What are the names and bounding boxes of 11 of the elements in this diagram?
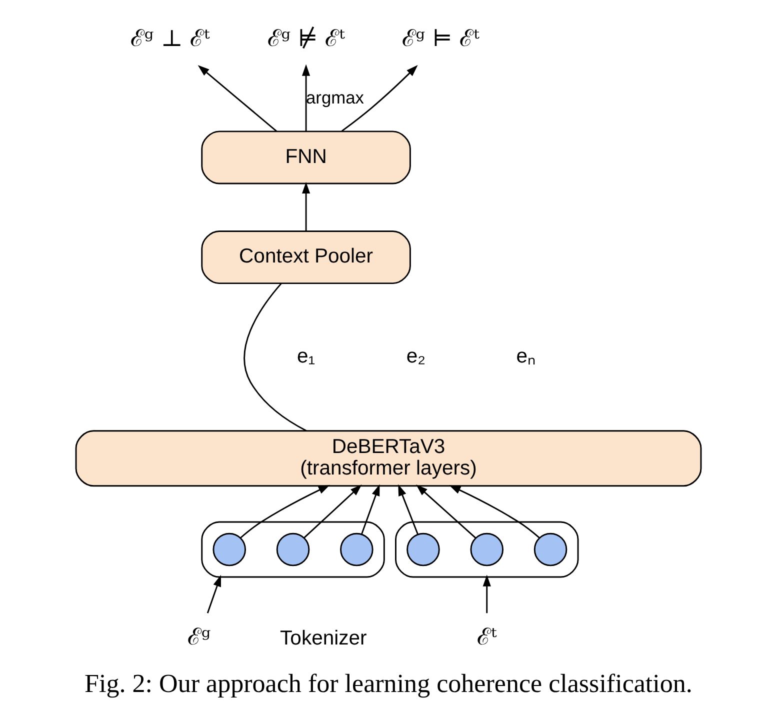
caption: Fig. 2: Our approach for learning coherence classification. (84, 668, 692, 698)
node-text: ℰᵗ (477, 624, 497, 651)
node-text: ℰᵍ (187, 624, 211, 651)
node-text: ℰᵍ ⊭ ℰᵗ (267, 26, 345, 52)
label: eₙ (516, 345, 536, 368)
node-text: ℰᵍ ⊨ ℰᵗ (402, 26, 480, 52)
label: Tokenizer (280, 628, 367, 650)
label: e₁ (296, 345, 316, 368)
edge-label: argmax (306, 87, 364, 108)
label: e₂ (406, 345, 426, 368)
node-text: ℰᵍ ⊥ ℰᵗ (130, 26, 210, 52)
